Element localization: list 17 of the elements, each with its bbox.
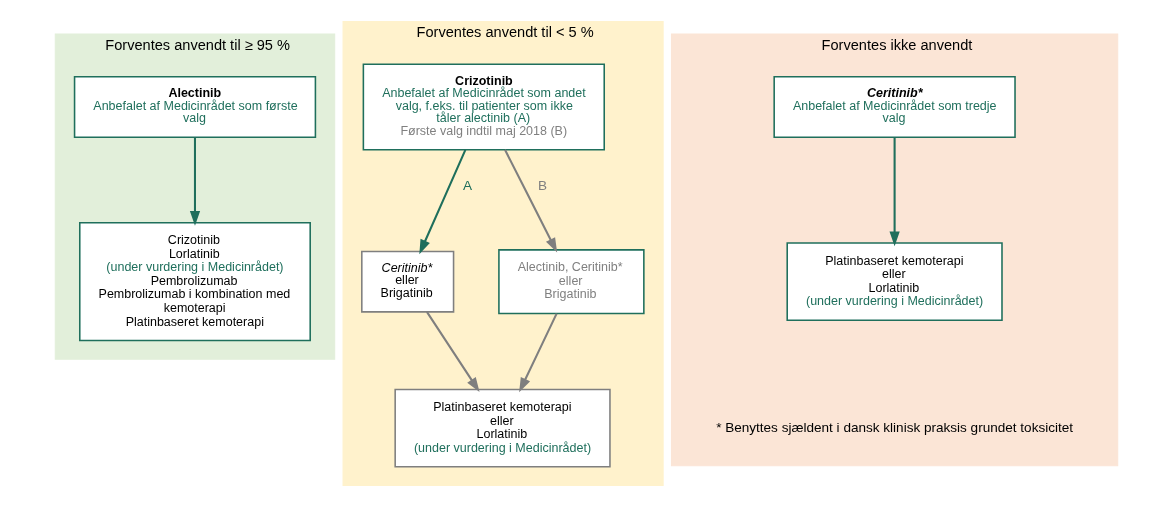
- node-box: Crizotinib Lorlatinib (under vurdering i Medicinrådet) Pembrolizumab Pembrolizumab i kombination med kemoterapi Platinbaseret kemoterapi: [79, 221, 311, 341]
- node-box: Ceritinib* Anbefalet af Medicinrådet som tredje valg: [773, 75, 1016, 138]
- node-box: Platinbaseret kemoterapi eller Lorlatinib (under vurdering i Medicinrådet): [394, 388, 611, 467]
- arrow: [189, 136, 201, 226]
- label: * Benyttes sjældent i dansk klinisk praksis grundet toksicitet: [716, 419, 1074, 435]
- arrow: [519, 312, 558, 392]
- edge-label: A: [462, 177, 472, 193]
- node-box: Ceritinib* eller Brigatinib: [361, 250, 455, 313]
- node-box: Alectinib Anbefalet af Medicinrådet som første valg: [73, 75, 317, 138]
- edge-label: B: [538, 177, 548, 193]
- node-box: Alectinib, Ceritinib* eller Brigatinib: [498, 248, 645, 314]
- arrow: [504, 148, 558, 253]
- arrow: [419, 148, 467, 254]
- node-box: Platinbaseret kemoterapi eller Lorlatinib (under vurdering i Medicinrådet): [786, 241, 1003, 321]
- node-box: Crizotinib Anbefalet af Medicinrådet som andet valg, f.eks. til patienter som ikke tåler alectinib (A) Første valg indtil maj 2018 (B): [362, 63, 605, 151]
- arrow: [426, 310, 480, 392]
- arrow: [889, 136, 900, 246]
